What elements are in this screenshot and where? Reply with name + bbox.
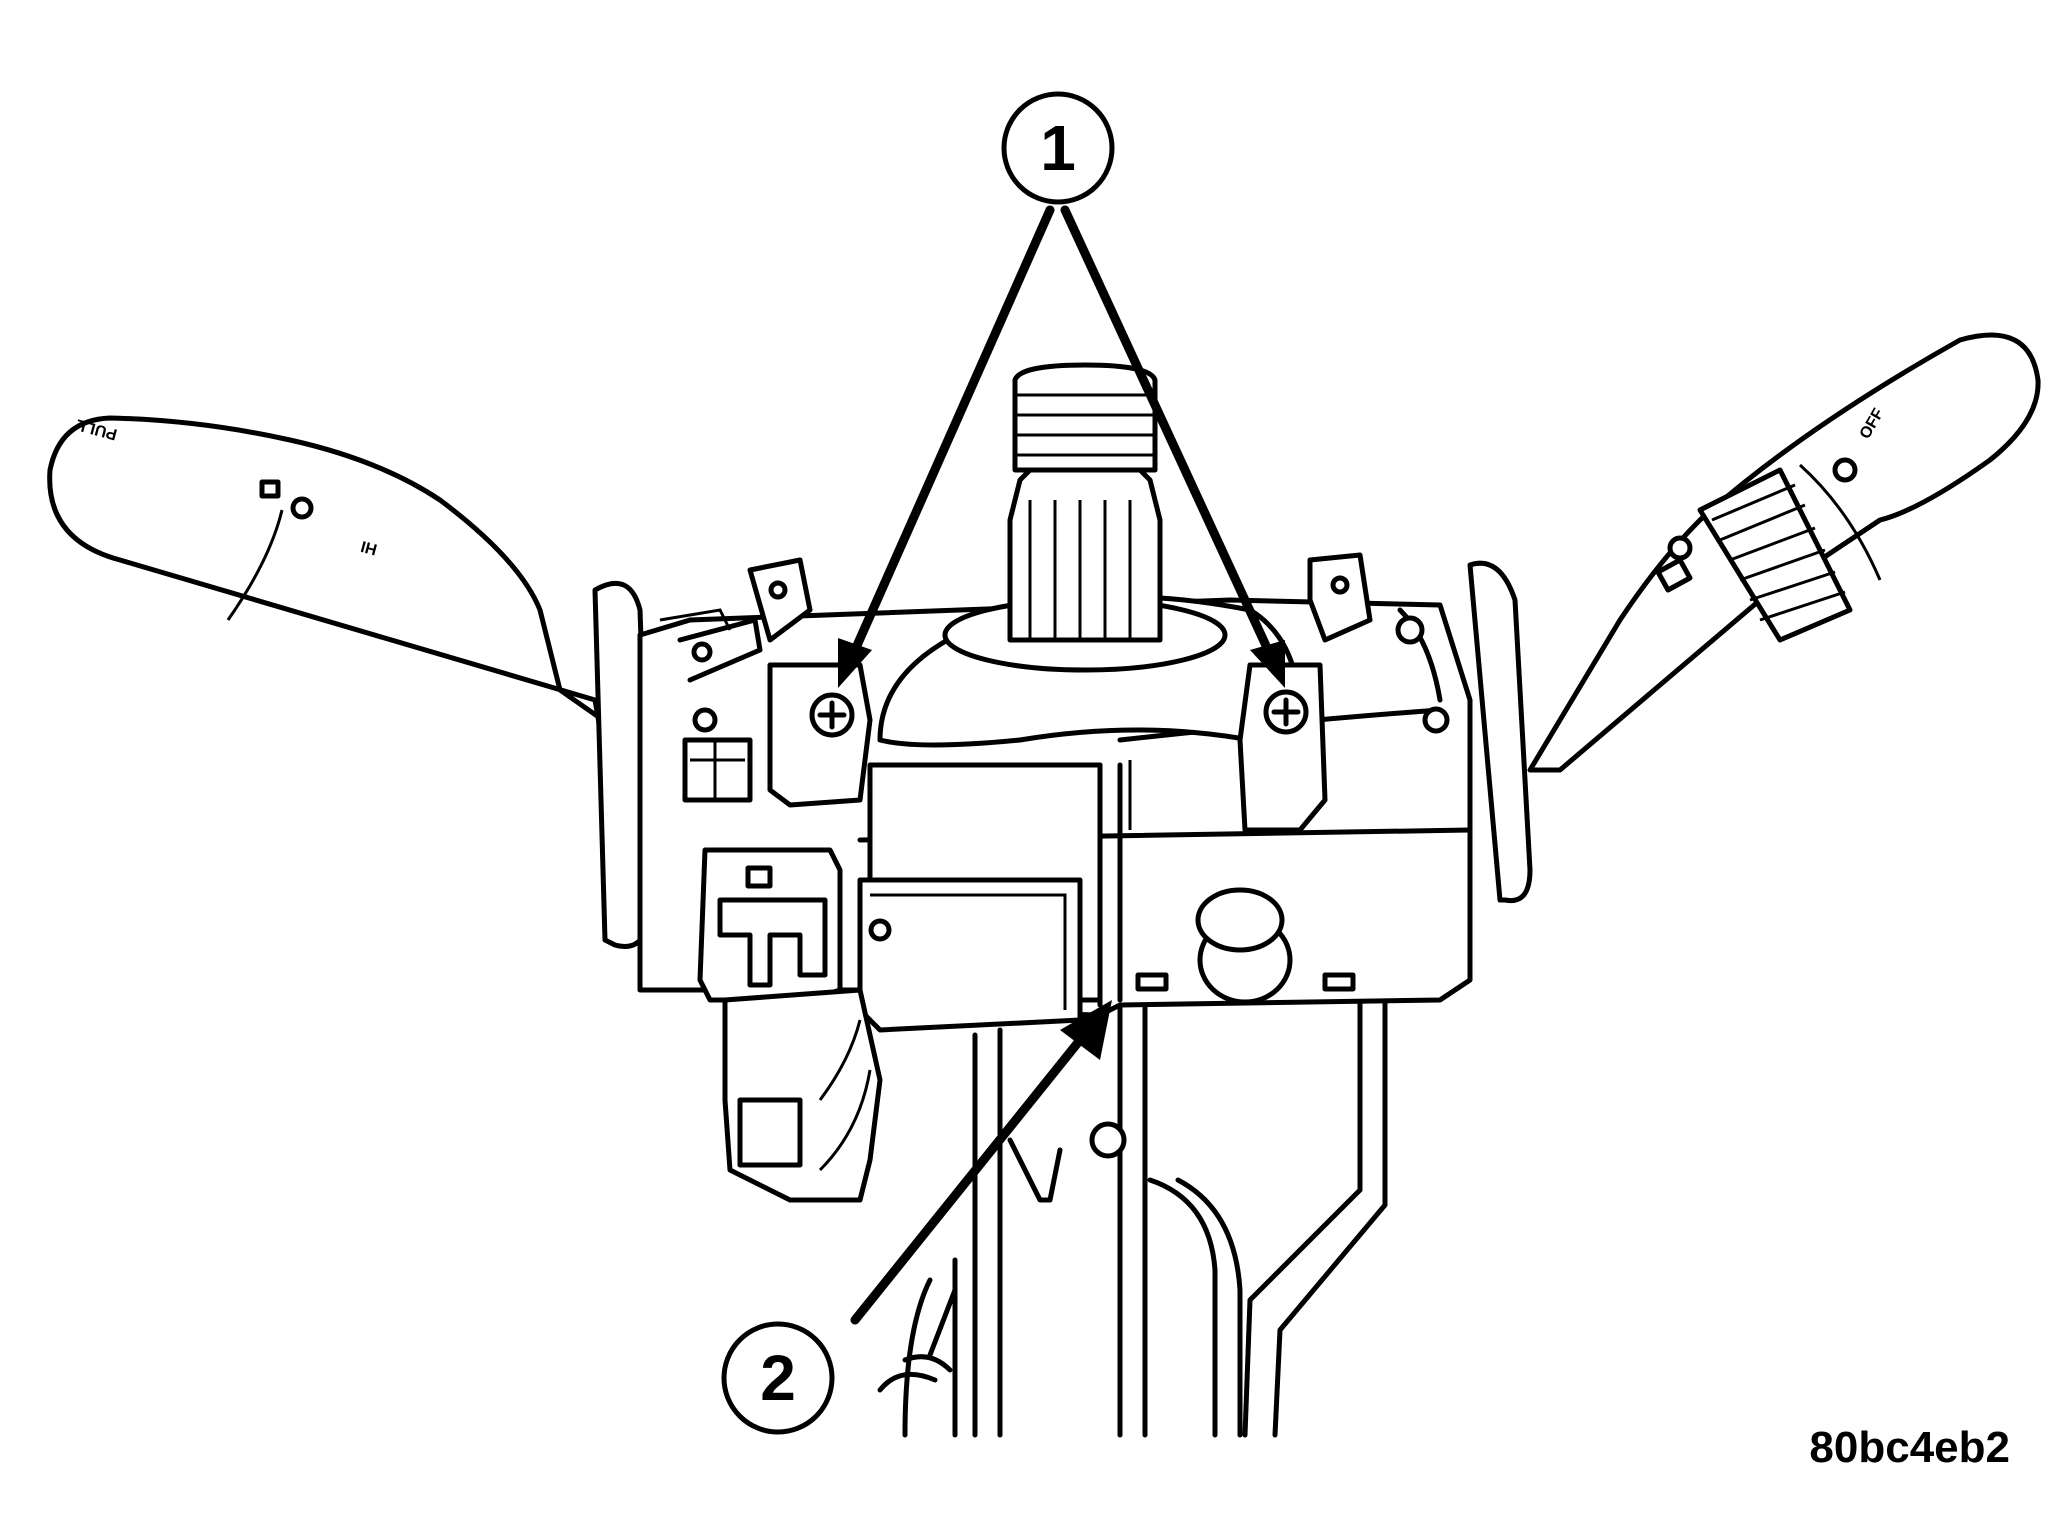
stalk-symbol-dot: [290, 496, 314, 520]
figure-id: 80bc4eb2: [1809, 1423, 2010, 1472]
switch-module: [697, 762, 1103, 1203]
right-screw-boss: [1237, 552, 1373, 833]
column-bolt: [1089, 1121, 1127, 1159]
callout-2-arrow: [850, 1000, 1112, 1325]
left-screw-boss: [747, 557, 873, 808]
turn-arrow-symbol: [1655, 557, 1693, 593]
arrowhead-2: [1060, 1000, 1112, 1060]
arrowhead-left: [838, 638, 872, 688]
stalk-symbol: [259, 479, 281, 499]
right-mounting-wedge: [1467, 560, 1533, 904]
steering-column: [877, 987, 1388, 1438]
arrowhead-right: [1250, 640, 1285, 688]
stalk-mark-hi: HI: [359, 537, 379, 558]
callout-2: 2: [721, 1321, 835, 1435]
steering-shaft: [1007, 362, 1163, 643]
stalk-symbol-dot: [1667, 535, 1693, 561]
callout-1-arrows: [838, 205, 1285, 688]
right-turn-signal-stalk: OFF: [1527, 332, 2041, 773]
callout-1-label: 1: [1040, 112, 1076, 184]
callout-1: 1: [1001, 91, 1115, 205]
left-wiper-stalk: PULL HI: [47, 415, 663, 848]
callout-2-label: 2: [760, 1342, 796, 1414]
headlamp-symbol: [1832, 457, 1858, 483]
cancel-cam-knob: [1135, 887, 1356, 1005]
